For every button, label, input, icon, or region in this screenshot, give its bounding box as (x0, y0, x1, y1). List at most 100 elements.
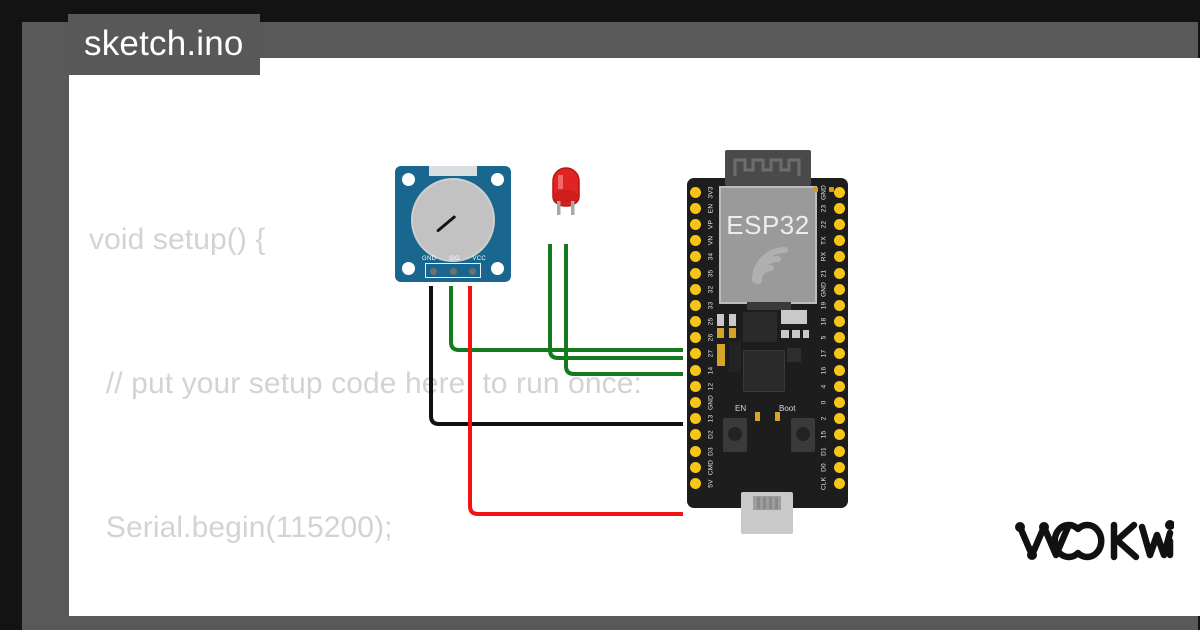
esp32-pin-2[interactable]: 2 (814, 411, 845, 427)
esp32-pin-35[interactable]: 35 (690, 265, 721, 281)
pin-pad[interactable] (834, 429, 845, 441)
pin-pad[interactable] (690, 477, 701, 489)
esp32-pin-18[interactable]: 18 (814, 314, 845, 330)
esp32-pin-12[interactable]: 12 (690, 378, 721, 394)
wire-pot-gnd-to-board-gnd[interactable] (429, 286, 683, 426)
esp32-pin-17[interactable]: 17 (814, 346, 845, 362)
pin-pad[interactable] (834, 267, 845, 279)
esp32-pin-clk[interactable]: CLK (814, 475, 845, 491)
pin-pad[interactable] (834, 397, 845, 409)
esp32-pin-cmd[interactable]: CMD (690, 459, 721, 475)
pin-pad[interactable] (690, 429, 701, 441)
smd-resistor (717, 344, 725, 366)
pot-pin-header[interactable] (425, 263, 481, 278)
pin-pad[interactable] (690, 445, 701, 457)
pin-pad[interactable] (834, 235, 845, 247)
esp32-pin-vn[interactable]: VN (690, 233, 721, 249)
antenna-icon (733, 158, 801, 176)
wire-pot-vcc-to-board-5v[interactable] (468, 286, 683, 516)
esp32-pin-4[interactable]: 4 (814, 378, 845, 394)
pin-pad[interactable] (690, 461, 701, 473)
pin-pad[interactable] (690, 299, 701, 311)
pin-pad[interactable] (834, 332, 845, 344)
smd-part (787, 348, 801, 362)
led-rim (553, 190, 579, 204)
pin-pad[interactable] (834, 413, 845, 425)
esp32-pin-d0[interactable]: D0 (814, 459, 845, 475)
pot-pad-sig[interactable] (450, 268, 457, 275)
esp32-pin-rx[interactable]: RX (814, 249, 845, 265)
usb-uart-chip (743, 350, 785, 392)
pin-pad[interactable] (834, 202, 845, 214)
esp32-pin-33[interactable]: 33 (690, 297, 721, 313)
esp32-pin-22[interactable]: 22 (814, 216, 845, 232)
esp32-pin-16[interactable]: 16 (814, 362, 845, 378)
esp32-pin-32[interactable]: 32 (690, 281, 721, 297)
pin-pad[interactable] (690, 413, 701, 425)
pin-pad[interactable] (690, 267, 701, 279)
pin-pad[interactable] (834, 218, 845, 230)
esp32-pin-en[interactable]: EN (690, 200, 721, 216)
pin-pad[interactable] (690, 316, 701, 328)
pin-pad[interactable] (690, 348, 701, 360)
potentiometer[interactable]: GND SIG VCC (395, 166, 511, 282)
pin-pad[interactable] (834, 380, 845, 392)
boot-button[interactable] (791, 418, 815, 452)
pin-pad[interactable] (690, 251, 701, 263)
esp32-pin-gnd-right-1[interactable]: GND (814, 184, 845, 200)
pin-pad[interactable] (834, 283, 845, 295)
esp32-pin-25[interactable]: 25 (690, 314, 721, 330)
pin-pad[interactable] (690, 218, 701, 230)
pin-pad[interactable] (834, 186, 845, 198)
esp32-pin-34[interactable]: 34 (690, 249, 721, 265)
esp32-pin-5v[interactable]: 5V (690, 475, 721, 491)
esp32-pin-0[interactable]: 0 (814, 394, 845, 410)
esp32-pin-3v3[interactable]: 3V3 (690, 184, 721, 200)
pin-pad[interactable] (690, 202, 701, 214)
file-tab-sketch-ino[interactable]: sketch.ino (68, 14, 260, 75)
wire-pot-sig-to-board-14[interactable] (449, 286, 683, 352)
pin-pad[interactable] (690, 332, 701, 344)
esp32-pin-d1[interactable]: D1 (814, 443, 845, 459)
pin-pad[interactable] (690, 283, 701, 295)
pin-pad[interactable] (834, 348, 845, 360)
esp32-pin-19[interactable]: 19 (814, 297, 845, 313)
pin-pad[interactable] (690, 364, 701, 376)
esp32-rf-shield (725, 150, 811, 186)
pin-pad[interactable] (690, 380, 701, 392)
wire-led-anode-to-board-12[interactable] (564, 244, 683, 376)
pin-pad[interactable] (690, 397, 701, 409)
pin-pad[interactable] (834, 364, 845, 376)
esp32-pin-27[interactable]: 27 (690, 346, 721, 362)
esp32-pin-26[interactable]: 26 (690, 330, 721, 346)
esp32-pin-d3[interactable]: D3 (690, 443, 721, 459)
pot-pad-vcc[interactable] (469, 268, 476, 275)
esp32-pin-tx[interactable]: TX (814, 233, 845, 249)
pin-pad[interactable] (834, 445, 845, 457)
pin-pad[interactable] (834, 316, 845, 328)
pin-pad[interactable] (834, 299, 845, 311)
en-button[interactable] (723, 418, 747, 452)
esp32-pin-gnd-left[interactable]: GND (690, 394, 721, 410)
esp32-pin-5[interactable]: 5 (814, 330, 845, 346)
pot-knob[interactable] (411, 178, 495, 262)
red-led[interactable] (546, 163, 586, 254)
pin-pad[interactable] (834, 251, 845, 263)
code-editor-text[interactable]: void setup() { // put your setup code he… (89, 120, 1189, 616)
esp32-pin-vp[interactable]: VP (690, 216, 721, 232)
esp32-pin-21[interactable]: 21 (814, 265, 845, 281)
pin-pad[interactable] (834, 477, 845, 489)
esp32-pin-15[interactable]: 15 (814, 427, 845, 443)
esp32-board[interactable]: ESP32 3V3 EN VP VN 34 35 32 (687, 150, 848, 534)
pin-pad[interactable] (690, 235, 701, 247)
pin-pad[interactable] (690, 186, 701, 198)
pot-pad-gnd[interactable] (430, 268, 437, 275)
wire-led-cathode-to-board-gnd[interactable] (548, 244, 683, 360)
esp32-pin-14[interactable]: 14 (690, 362, 721, 378)
micro-usb-connector[interactable] (741, 492, 793, 534)
esp32-pin-13[interactable]: 13 (690, 411, 721, 427)
esp32-pin-23[interactable]: 23 (814, 200, 845, 216)
esp32-pin-d2[interactable]: D2 (690, 427, 721, 443)
pin-pad[interactable] (834, 461, 845, 473)
esp32-pin-gnd-right-2[interactable]: GND (814, 281, 845, 297)
